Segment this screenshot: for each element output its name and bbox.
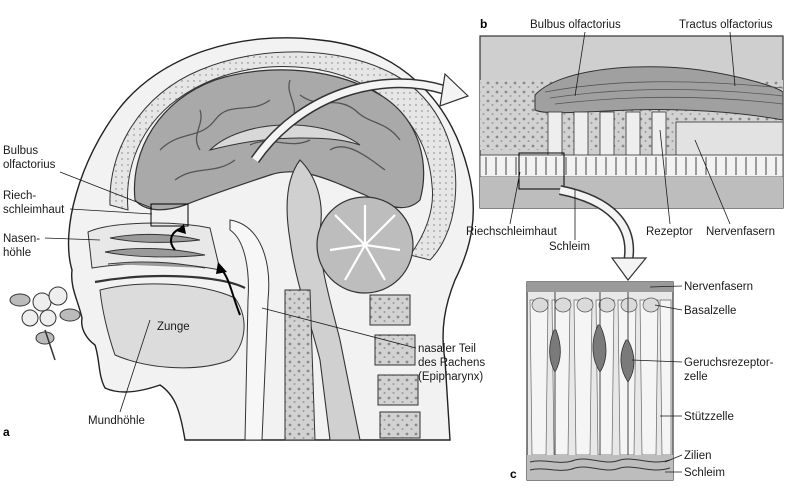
pharynx [229,219,270,441]
label-b-riechschleimhaut: Riechschleimhaut [466,226,558,238]
label-c-nervenfasern: Nervenfasern [684,281,753,293]
label-nasen-line1: Nasen- [3,233,40,245]
label-mundhoehle: Mundhöhle [88,415,145,427]
label-zunge: Zunge [157,321,190,333]
panel-letter-b: b [480,17,487,31]
label-c-geruch-line1: Geruchsrezeptor- [684,357,774,369]
label-b-rezeptor: Rezeptor [646,226,693,238]
label-rachen-line3: (Epipharynx) [418,371,483,383]
spine [284,289,316,441]
label-riech-line1: Riech- [3,190,36,202]
label-rachen-line1: nasaler Teil [418,343,476,355]
label-c-geruch-line2: zelle [684,371,708,383]
label-b-nervenfasern: Nervenfasern [706,226,775,238]
label-c-basalzelle: Basalzelle [684,305,736,317]
olfactory-bulb [534,66,784,121]
label-riech-line2: schleimhaut [3,204,65,216]
label-c-schleim: Schleim [684,467,725,479]
label-b-bulbus: Bulbus olfactorius [530,19,621,31]
label-bulbus-line2: olfactorius [3,159,56,171]
brainstem [286,159,361,441]
label-c-stuetzzelle: Stützzelle [684,411,734,423]
tongue [99,283,245,369]
flower-illustration [9,286,81,361]
skull [109,51,457,261]
label-c-zilien: Zilien [684,450,711,462]
panel-letter-a: a [3,425,10,439]
label-b-tractus: Tractus olfactorius [679,19,773,31]
head-section-illustration [9,37,474,441]
label-nasen-line2: höhle [3,247,31,259]
olfactory-region-box [150,203,189,227]
cerebrum [133,69,425,211]
label-rachen-line2: des Rachens [418,357,485,369]
panel-b-illustration [479,35,784,209]
panel-letter-c: c [510,467,517,481]
label-bulbus-line1: Bulbus [3,145,38,157]
label-b-schleim: Schleim [549,241,590,253]
panel-c-illustration [526,281,674,481]
